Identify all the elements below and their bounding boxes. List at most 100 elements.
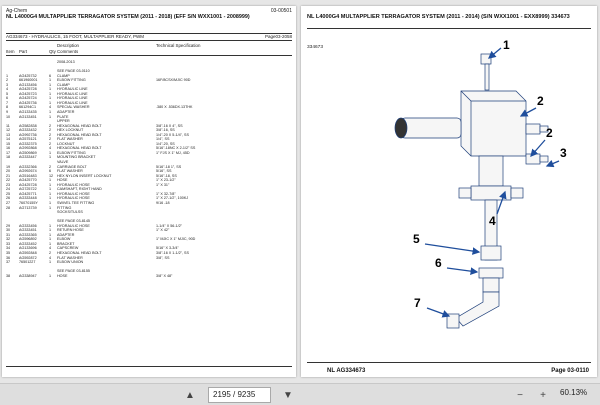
col-item: Item [6,49,15,54]
row-item: 2 [6,78,9,83]
arrow-7 [426,307,451,318]
callout-4: 4 [489,214,496,228]
zoom-level[interactable]: 60.13% [560,388,588,397]
row-description: MOUNTING BRACKET [57,155,96,160]
row-part-number: AG992868 [19,146,37,151]
row-description: 2008-2013 [57,60,75,64]
row-spec: 1" X 23-1/2" [156,178,176,183]
row-part-number: AG333447 [19,155,37,160]
row-part-number: AG133435 [19,110,37,115]
callout-3: 3 [560,146,567,160]
row-item: 23 [6,182,11,187]
table-row: UPPER [6,119,292,124]
arrow-2a [519,107,537,117]
row-qty: 4 [49,246,52,251]
row-description: SEE PAGE 03-8145 [57,219,90,224]
row-qty: 2 [49,137,52,142]
row-item: 34 [6,246,11,251]
row-part-number: AG332366 [19,164,37,169]
row-item: 24 [6,187,11,192]
row-part-number: AG333448 [19,196,37,201]
callout-5: 5 [413,232,420,246]
row-qty: 2 [49,132,52,137]
hose-nut [478,267,504,279]
zoom-in-icon[interactable]: + [540,389,546,401]
row-part-number: AG425771 [19,191,37,196]
row-qty: 1 [49,82,52,87]
side-fitting-lower [525,153,541,165]
callout-2b: 2 [546,126,553,140]
row-part-number: AG509869 [19,150,37,155]
title-divider [6,33,292,34]
row-part-number: AG333451 [19,228,37,233]
row-description: HYDRAULIC LINE [57,100,88,105]
row-spec: 5/16" X 3-3/4" [156,246,179,251]
row-spec: 3/8", SS [156,255,170,260]
row-spec: 1/4"-20 X 5-1/4", SS [156,132,189,137]
table-row: SOCKS/TULSS [6,210,292,215]
zoom-out-icon[interactable]: − [517,389,523,401]
row-description: RETURN HOSE [57,228,84,233]
col-description: Description [57,43,79,48]
row-description: CLAMP [57,82,70,87]
row-description: HYDRAULIC LINE [57,91,88,96]
row-item: 3 [6,82,9,87]
page-reference: Page03-2058 [264,34,292,39]
lower-body [478,155,504,187]
row-qty: 1 [49,232,52,237]
row-description: ADAPTER [57,232,75,237]
row-part-number: AG425724 [19,96,37,101]
row-item: 21 [6,173,11,178]
row-description: BRACKET [57,241,75,246]
side-fitting-upper [525,123,541,135]
row-item: 10 [6,114,11,119]
row-description: FLAT WASHER [57,255,83,260]
row-description: HOSE [57,273,68,278]
page-number-input[interactable]: 2195 / 9235 [208,387,271,403]
row-qty: 1 [49,114,52,119]
row-spec: 3/8"-16 X 4", SS [156,123,183,128]
row-description: HYDRAULIC HOSE [57,191,90,196]
top-elbow-fitting [480,53,492,65]
row-item: 35 [6,250,11,255]
row-description: SPECIAL WASHER [57,105,90,110]
hose-crimp-upper [480,245,502,261]
row-item: 25 [6,191,11,196]
table-row: SEE PAGE 03-8155 [6,269,292,274]
row-part-number: AG425732 [19,73,37,78]
prev-page-icon[interactable]: ▲ [185,389,195,401]
row-qty: 6 [49,73,52,78]
row-part-number: AG332375 [19,141,37,146]
row-qty: 1 [49,182,52,187]
row-part-number: 76501227 [19,260,36,265]
actuator-cylinder [400,117,462,139]
col-part: Part [19,49,28,54]
row-description: UPPER [57,119,70,124]
row-qty: 2 [49,128,52,133]
table-row: 2008-2013 [6,60,292,65]
row-part-number: AG338947 [19,273,37,278]
row-item: 29 [6,223,11,228]
row-part-number: AG596892 [19,237,37,242]
row-spec: 1" X 42" [156,228,170,233]
next-page-icon[interactable]: ▼ [283,389,293,401]
doc-code: 03-00501 [270,8,292,14]
row-part-number: AG713739 [19,205,37,210]
row-spec: 3/8"-16, SS [156,128,175,133]
row-description: HEX LOCKNUT [57,128,84,133]
diagram-title-divider [307,28,591,29]
section-title: AG334673 - HYDRAULICS, 15 FOOT, MULTAPPL… [6,34,145,39]
row-description: HYDRAULIC HOSE [57,223,90,228]
